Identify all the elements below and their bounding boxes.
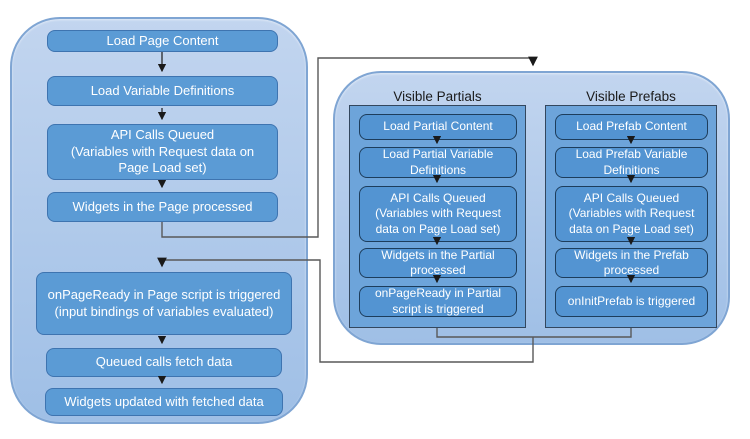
flow-step-queued-calls-fetch: Queued calls fetch data — [46, 348, 282, 377]
prefab-step-oninitprefab: onInitPrefab is triggered — [555, 286, 708, 317]
visible-partials-title: Visible Partials — [393, 89, 482, 104]
flow-step-widgets-processed: Widgets in the Page processed — [47, 192, 278, 222]
prefab-step-widgets-processed: Widgets in the Prefab processed — [555, 248, 708, 278]
prefab-step-load-content: Load Prefab Content — [555, 114, 708, 140]
partial-step-load-variables: Load Partial Variable Definitions — [359, 147, 517, 178]
flow-step-widgets-updated: Widgets updated with fetched data — [45, 388, 283, 416]
partial-step-widgets-processed: Widgets in the Partial processed — [359, 248, 517, 278]
flow-step-api-calls-queued: API Calls Queued (Variables with Request… — [47, 124, 278, 180]
prefab-step-load-variables: Load Prefab Variable Definitions — [555, 147, 708, 178]
partial-step-load-content: Load Partial Content — [359, 114, 517, 140]
partial-step-onpageready: onPageReady in Partial script is trigger… — [359, 286, 517, 317]
flow-step-load-variable-definitions: Load Variable Definitions — [47, 76, 278, 106]
partial-step-api-calls-queued: API Calls Queued (Variables with Request… — [359, 186, 517, 242]
visible-prefabs-title: Visible Prefabs — [586, 89, 676, 104]
prefab-step-api-calls-queued: API Calls Queued (Variables with Request… — [555, 186, 708, 242]
flow-step-load-page-content: Load Page Content — [47, 30, 278, 52]
flow-step-onpageready: onPageReady in Page script is triggered … — [36, 272, 292, 335]
